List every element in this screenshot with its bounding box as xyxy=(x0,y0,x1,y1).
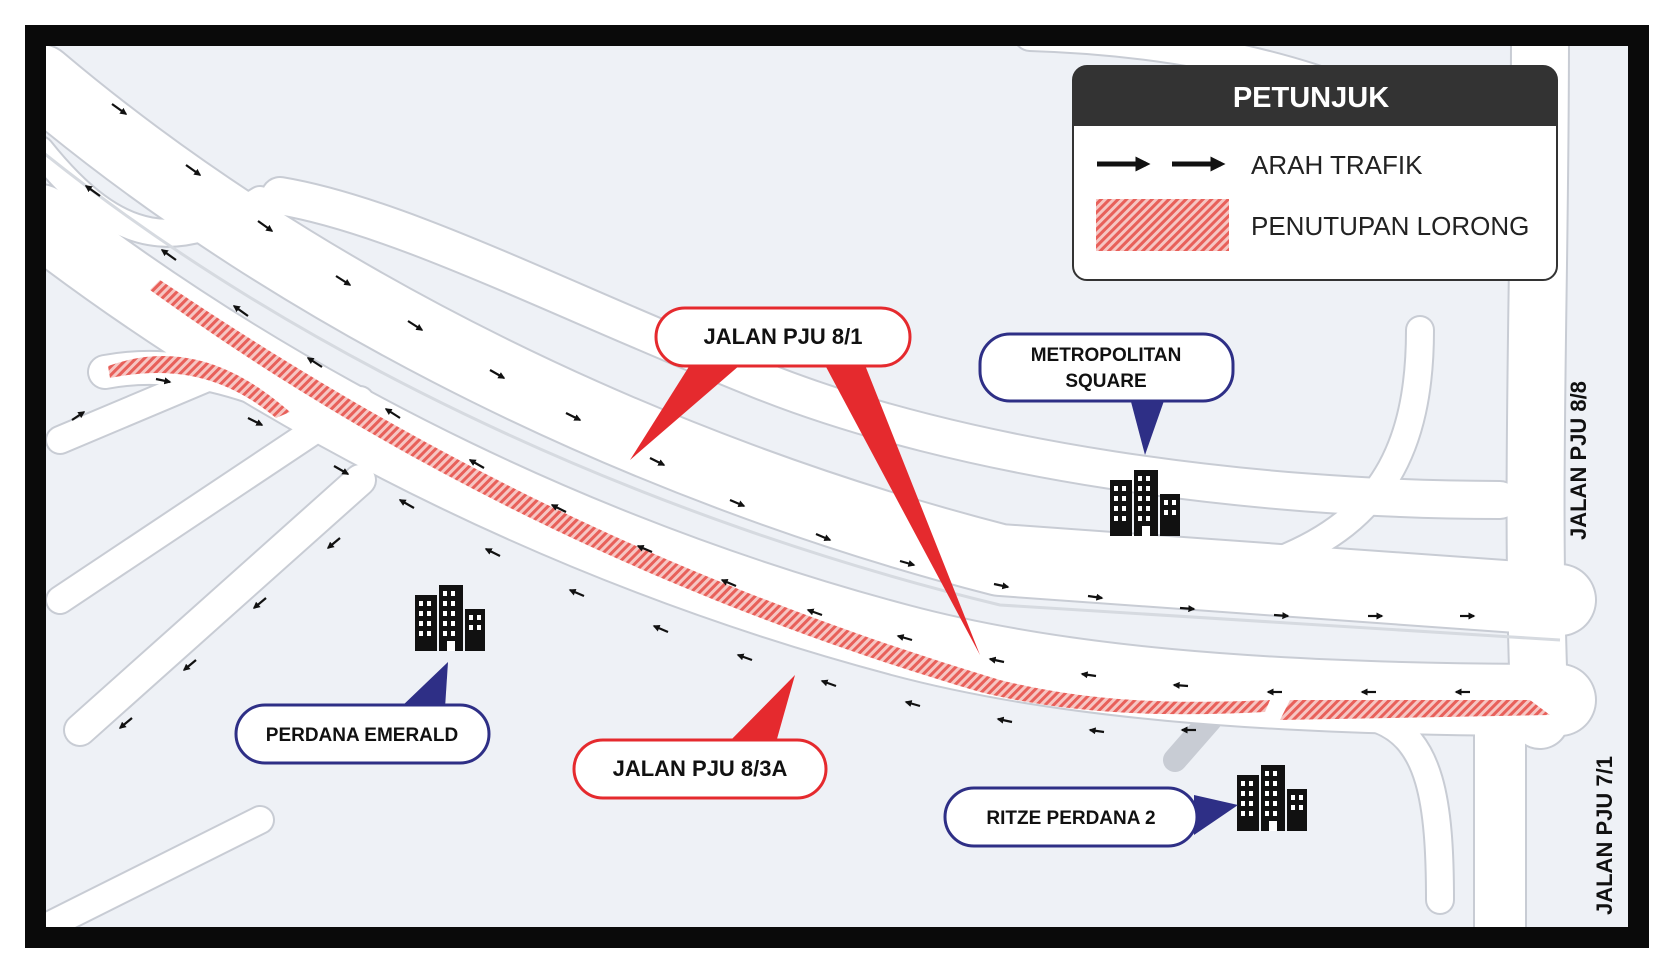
arrow-right-icon xyxy=(1273,612,1290,620)
arrow-left-icon xyxy=(118,717,133,729)
arrow-left-icon xyxy=(306,357,323,368)
legend-traffic-label: ARAH TRAFIK xyxy=(1251,150,1423,180)
road-loop-right xyxy=(1267,317,1433,573)
arrow-left-icon xyxy=(232,305,249,317)
arrow-left-icon xyxy=(1088,727,1105,735)
arrow-left-icon xyxy=(820,679,837,688)
arrow-right-icon xyxy=(649,457,666,466)
road-service xyxy=(262,178,1518,518)
callout-metropolitan-square: METROPOLITAN SQUARE xyxy=(978,332,1235,455)
arrow-left-icon xyxy=(636,544,653,554)
arrow-right-icon xyxy=(729,498,746,508)
legend: PETUNJUK ARAH TRAFIK PENUTUPAN LORONG xyxy=(1072,65,1558,281)
arrow-left-icon xyxy=(550,504,567,513)
road-label-pju-7-1: JALAN PJU 7/1 xyxy=(1592,756,1617,915)
arrow-right-icon xyxy=(333,465,350,475)
arrow-left-icon xyxy=(484,548,501,557)
legend-closure-label: PENUTUPAN LORONG xyxy=(1251,211,1529,241)
road-side-2 xyxy=(65,465,375,745)
arrow-right-icon xyxy=(185,164,202,176)
arrow-left-icon xyxy=(996,716,1013,724)
lane-closure-areas xyxy=(108,280,1550,720)
arrow-left-icon xyxy=(84,185,101,197)
arrow-left-icon xyxy=(806,608,823,617)
arrow-right-icon xyxy=(155,377,172,385)
arrow-left-icon xyxy=(720,578,737,588)
traffic-arrows xyxy=(71,103,1476,735)
arrow-right-icon xyxy=(1179,605,1196,613)
legend-title: PETUNJUK xyxy=(1233,82,1389,114)
arrow-left-icon xyxy=(1172,681,1189,689)
arrow-left-icon xyxy=(468,459,485,469)
callout-pju-8-1: JALAN PJU 8/1 xyxy=(630,306,980,655)
arrow-left-icon xyxy=(652,624,669,634)
callout-pju-8-3a: JALAN PJU 8/3A xyxy=(572,675,828,800)
arrow-left-icon xyxy=(896,634,913,642)
arrow-right-icon xyxy=(815,532,832,542)
lane-closure-slip xyxy=(108,355,290,418)
arrow-left-icon xyxy=(568,588,585,598)
arrow-left-icon xyxy=(398,499,415,509)
building-label-metropolitan-1: METROPOLITAN xyxy=(1031,345,1182,366)
arrow-right-icon xyxy=(565,412,582,421)
arrow-right-icon xyxy=(407,320,424,331)
arrow-right-icon xyxy=(993,582,1010,590)
callout-perdana-emerald: PERDANA EMERALD xyxy=(234,662,491,765)
arrow-left-icon xyxy=(160,249,177,261)
callout-ritze-perdana: RITZE PERDANA 2 xyxy=(943,786,1238,848)
legend-closure-swatch xyxy=(1096,199,1229,251)
arrow-right-icon xyxy=(899,559,916,567)
road-bottom-right xyxy=(1367,707,1453,913)
arrow-right-icon xyxy=(247,417,264,426)
arrow-left-icon xyxy=(182,659,197,671)
arrow-right-icon xyxy=(1087,593,1104,601)
arrow-left-icon xyxy=(252,597,267,609)
road-label-pju-8-1: JALAN PJU 8/1 xyxy=(704,324,863,349)
road-label-pju-8-8: JALAN PJU 8/8 xyxy=(1566,381,1591,540)
arrow-right-icon xyxy=(257,220,274,232)
road-side-3 xyxy=(47,387,373,613)
building-label-perdana-emerald: PERDANA EMERALD xyxy=(266,725,458,746)
arrow-left-icon xyxy=(326,537,341,549)
arrow-left-icon xyxy=(904,700,921,708)
lane-closure-east xyxy=(1280,700,1550,720)
building-label-ritze-perdana: RITZE PERDANA 2 xyxy=(986,808,1155,829)
road-label-pju-8-3a: JALAN PJU 8/3A xyxy=(613,756,788,781)
arrow-left-icon xyxy=(988,656,1005,664)
arrow-right-icon xyxy=(111,103,128,115)
building-label-metropolitan-2: SQUARE xyxy=(1065,371,1146,392)
arrow-left-icon xyxy=(384,408,401,419)
road-side-4 xyxy=(46,807,273,927)
arrow-left-icon xyxy=(1080,671,1097,679)
arrow-right-icon xyxy=(489,369,506,379)
arrow-right-icon xyxy=(335,275,352,286)
arrow-right-icon xyxy=(71,411,86,421)
arrow-left-icon xyxy=(736,653,753,662)
